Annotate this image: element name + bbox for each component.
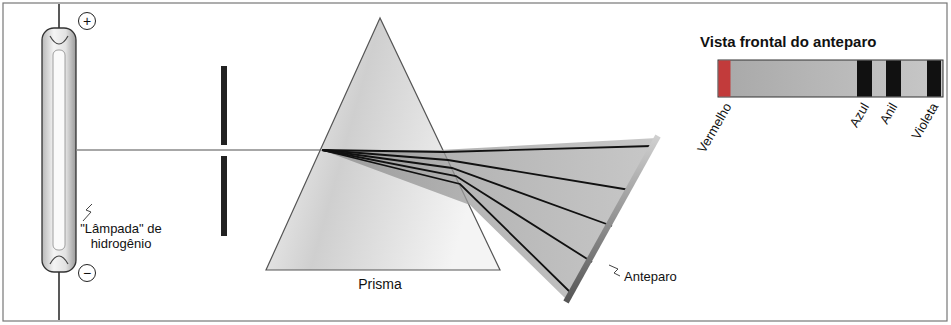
part-name: Prisma (358, 277, 402, 291)
lamp-label: "Lâmpada" de hidrogênio (80, 222, 162, 252)
screen-front-view (718, 60, 943, 97)
lamp-tube (42, 28, 76, 272)
leader-line (609, 265, 620, 276)
leader-line (83, 204, 92, 221)
screen-label: Anteparo (624, 270, 677, 285)
slit-plate (221, 156, 227, 236)
electrode (50, 256, 68, 264)
prism-label: Prisma (330, 274, 430, 294)
lamp-wire (58, 270, 60, 320)
inset-title: Vista frontal do anteparo (700, 33, 876, 50)
electrode (50, 36, 68, 44)
color-name: Azul (847, 100, 873, 129)
spectral-rays (322, 146, 652, 294)
color-name: Anil (878, 100, 902, 126)
terminal-sign: − (78, 264, 96, 282)
slit-plate (221, 66, 227, 145)
polarity-sign: + (83, 14, 91, 28)
frame (3, 3, 947, 321)
dispersed-light (322, 138, 657, 300)
polarity-sign: − (83, 266, 91, 280)
light-beam (76, 149, 322, 151)
blue-line (857, 61, 872, 97)
color-name: Vermelho (695, 100, 735, 155)
indigo-line (886, 61, 901, 97)
terminal-sign: + (78, 12, 96, 30)
red-line (719, 61, 731, 97)
violet-line (927, 61, 941, 97)
color-name: Violeta (910, 100, 943, 142)
lamp-inner-tube (53, 50, 65, 250)
prism-shape (266, 18, 500, 270)
lamp-wire (58, 4, 60, 30)
